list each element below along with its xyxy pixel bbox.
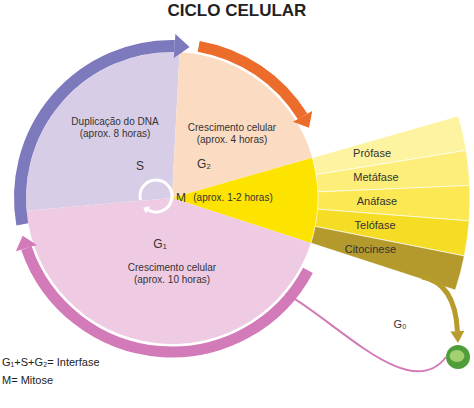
arrow-shaft [20,46,175,224]
cycle-arrow [285,293,446,371]
mitosis-phase-name: Anáfase [341,195,413,208]
mitosis-phase-name: Prófase [336,147,408,160]
mitosis-band: Citocinese [310,226,465,291]
mitosis-phase-name: Metáfase [340,171,412,184]
phase-letter: G₂ [193,157,215,171]
cycle-sector: Duplicação do DNA (aprox. 8 horas) S [26,52,180,211]
arrow-shaft [26,248,308,352]
cycle-arrow [16,236,308,352]
cycle-arrow [199,46,313,127]
phase-letter: G₁ [149,237,171,251]
arrowhead [285,293,295,302]
arrowhead [293,111,312,128]
mitosis-phase-name: Telófase [339,219,411,232]
phase-description: Crescimento celular (aprox. 4 horas) [182,122,282,146]
mitosis-band: Metáfase [316,150,470,192]
arrowhead [174,34,190,58]
arrow-shaft [199,46,303,116]
phase-description: Duplicação do DNA (aprox. 8 horas) [65,116,165,140]
cell-membrane [446,345,470,369]
phase-letter: S [130,159,150,173]
sector-fill [311,226,464,290]
cycle-arrow [422,277,465,343]
node-shape [310,226,465,291]
arrow-shaft [293,298,446,371]
arrow-shaft [422,277,458,331]
node-shape [446,345,470,369]
cycle-sector: G₁ Crescimento celular (aprox. 10 horas) [26,198,311,344]
legend-note: G₁+S+G₂= Interfase [2,356,100,369]
arrowhead [16,236,37,252]
arrowhead [450,331,464,343]
sector-fill [27,198,311,344]
diagram-title: CICLO CELULAR [0,1,474,21]
mitosis-phase-name: Citocinese [334,243,406,256]
phase-description: (aprox. 1-2 horas) [188,192,278,204]
legend-note: M= Mitose [2,374,53,387]
cell-nucleus [450,350,465,362]
sector-fill [26,52,180,211]
g0-label: G₀ [388,318,412,331]
sector-fill [316,150,470,192]
g0-cell: G₀ [446,345,470,369]
cycle-arrow [20,34,190,224]
phase-description: Crescimento celular (aprox. 10 horas) [117,262,227,286]
